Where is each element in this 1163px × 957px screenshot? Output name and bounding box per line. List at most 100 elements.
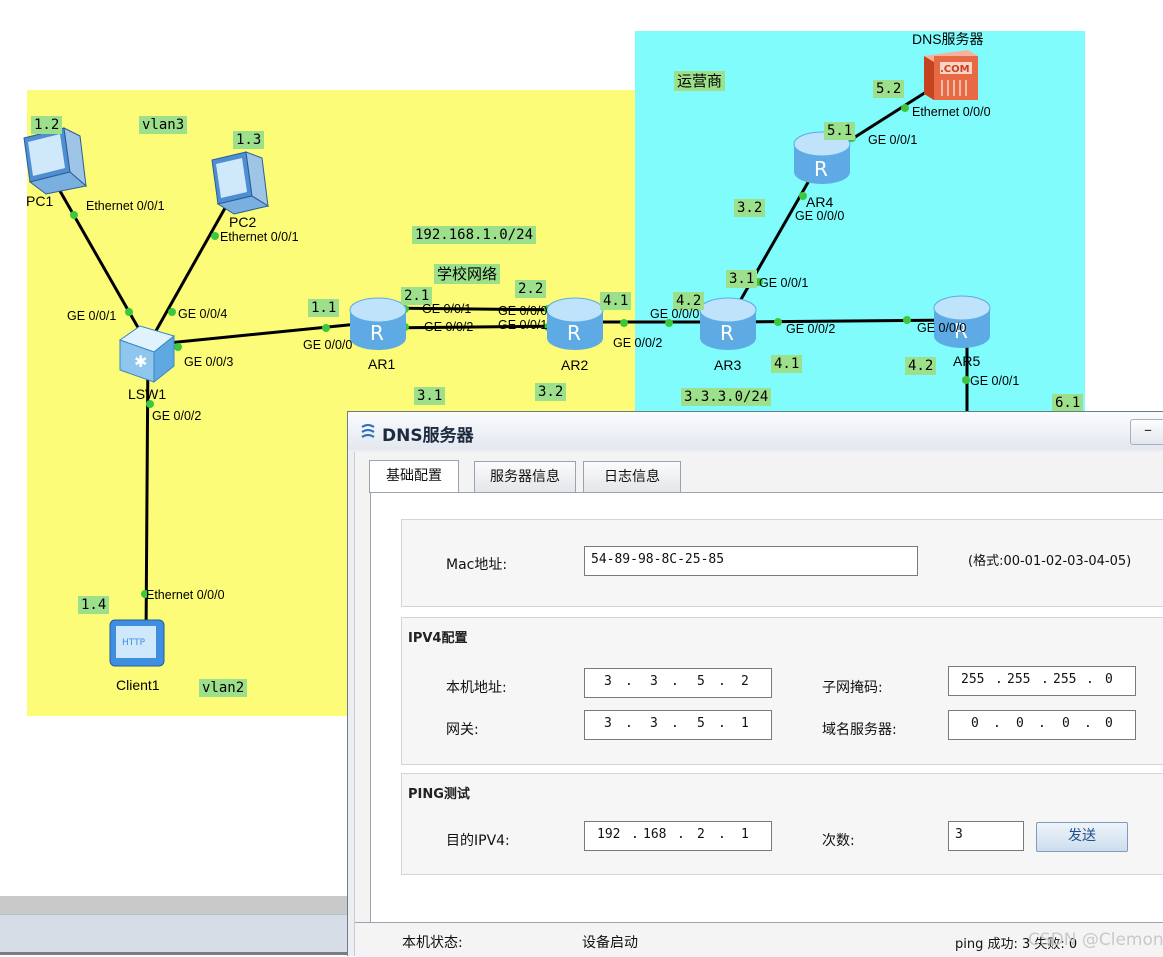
ip-tag-ar4-g000: 3.2 [734,199,766,217]
tab-log-info[interactable]: 日志信息 [583,461,681,492]
device-name-ar4: AR4 [806,194,834,210]
client1-icon-text: HTTP [122,638,146,648]
mac-group: Mac地址: 54-89-98-8C-25-85 (格式:00-01-02-03… [401,519,1163,607]
svg-text:✱: ✱ [134,352,147,371]
pc2-icon[interactable] [211,151,270,215]
port-ar5-g000: GE 0/0/0 [917,321,967,335]
subnet-mask-field[interactable]: 255. 255. 255. 0 [948,666,1136,696]
router-ar1-icon[interactable]: R [349,297,407,350]
router-ar3-icon[interactable]: R [699,297,757,350]
dialog-body: 基础配置 服务器信息 日志信息 Mac地址: 54-89-98-8C-25-85… [354,452,1163,957]
mac-format-hint: (格式:00-01-02-03-04-05) [968,554,1132,569]
port-pc1-eth: Ethernet 0/0/1 [86,199,165,213]
port-ar3-g001: GE 0/0/1 [759,276,809,290]
local-ip-field[interactable]: 3. 3. 5. 2 [584,668,772,698]
port-ar3-g002: GE 0/0/2 [786,322,836,336]
ip-tag-ar4-g001: 5.1 [824,122,856,140]
port-ar2-g000: GE 0/0/0 [498,304,548,318]
svg-text:R: R [567,321,581,345]
link-ar1-ar2-b [377,324,576,330]
device-name-lsw1: LSW1 [128,386,167,402]
gateway-label: 网关: [446,722,479,738]
isp-zone [635,31,1085,451]
background-window-strip [0,896,348,914]
port-lsw-g4: GE 0/0/4 [178,307,228,321]
device-name-ar2: AR2 [561,357,589,373]
link-pc1-lsw1 [46,169,150,346]
ip-tag-ar3-g001: 3.1 [726,270,758,288]
ping-test-group: PING测试 目的IPV4: 192. 168. 2. 1 次数: 3 发送 [401,773,1163,875]
dns-server-field[interactable]: 0. 0. 0. 0 [948,710,1136,740]
status-bar: 本机状态: 设备启动 ping 成功: 3 失败: 0 [355,922,1163,957]
port-lsw-g1: GE 0/0/1 [67,309,117,323]
local-ip-label: 本机地址: [446,680,507,696]
ip-tag-ar5-g000: 4.2 [905,357,937,375]
mac-address-field[interactable]: 54-89-98-8C-25-85 [584,546,918,576]
dialog-title-bar[interactable]: DNS服务器 – [348,412,1163,450]
ip-tag-pc1: 1.2 [31,116,63,134]
ping-result: ping 成功: 3 失败: 0 [955,937,1078,952]
device-name-ar5: AR5 [953,353,981,369]
ping-count-label: 次数: [822,833,855,849]
link-ar3-ar5 [727,318,963,324]
ip-tag-ar1-g000: 1.1 [308,299,340,317]
vlan2-label: vlan2 [199,679,248,697]
switch-lsw1-icon[interactable]: ✱ [118,325,176,384]
subnet-mask-label: 子网掩码: [822,680,883,696]
port-ar1-g002: GE 0/0/2 [424,320,474,334]
status-value: 设备启动 [582,935,638,951]
ip-tag-ar5-g001: 6.1 [1052,394,1084,412]
vlan3-label: vlan3 [139,116,188,134]
svg-text:R: R [720,321,734,345]
background-taskbar [0,914,348,953]
ping-group-label: PING测试 [408,787,470,802]
status-label: 本机状态: [402,935,463,951]
link-lsw1-ar1 [147,320,379,347]
ping-count-field[interactable]: 3 [948,821,1024,851]
ipv4-group-label: IPV4配置 [408,631,468,646]
svg-text:R: R [814,157,828,181]
pc1-icon[interactable] [23,127,88,195]
dialog-title: DNS服务器 [382,426,474,446]
port-ar5-g001: GE 0/0/1 [970,374,1020,388]
minimize-button[interactable]: – [1130,419,1163,445]
port-ar1-g001: GE 0/0/1 [422,302,472,316]
dns-server-label: 域名服务器: [822,722,897,738]
send-button[interactable]: 发送 [1036,822,1128,852]
device-name-ar1: AR1 [368,356,396,372]
basic-config-panel: Mac地址: 54-89-98-8C-25-85 (格式:00-01-02-03… [370,492,1163,957]
ip-tag-ar1-g002: 3.1 [414,387,446,405]
port-lsw-g2: GE 0/0/2 [152,409,202,423]
dns-server-dialog: DNS服务器 – 基础配置 服务器信息 日志信息 Mac地址: 54-89-98… [347,411,1163,957]
link-ar1-ar2-a [377,306,576,312]
port-ar1-g000: GE 0/0/0 [303,338,353,352]
dns-server-icon[interactable]: .COM [924,50,978,100]
link-dots [70,104,970,598]
gateway-field[interactable]: 3. 3. 5. 1 [584,710,772,740]
client1-icon[interactable]: HTTP [109,619,165,667]
subnet-label-1: 192.168.1.0/24 [412,226,537,244]
link-pc2-lsw1 [146,184,240,346]
isp-label: 运营商 [674,71,726,91]
ip-tag-ar3-g002: 4.1 [771,355,803,373]
app-icon [361,424,375,438]
ip-tag-ar1-g001: 2.1 [401,287,433,305]
dest-ipv4-field[interactable]: 192. 168. 2. 1 [584,821,772,851]
port-ar4-g000: GE 0/0/0 [795,209,845,223]
port-ar2-g001: GE 0/0/1 [498,318,548,332]
port-pc2-eth: Ethernet 0/0/1 [220,230,299,244]
subnet-label-2: 3.3.3.0/24 [681,388,772,406]
watermark: CSDN @Clemon汐 [1028,930,1163,950]
router-ar4-icon[interactable]: R [793,131,851,184]
ipv4-config-group: IPV4配置 本机地址: 3. 3. 5. 2 子网掩码: 255. 255. … [401,617,1163,765]
ip-tag-ar2-g000: 2.2 [515,280,547,298]
port-client-eth: Ethernet 0/0/0 [146,588,225,602]
router-ar2-icon[interactable]: R [546,297,604,350]
dest-ipv4-label: 目的IPV4: [446,833,510,849]
tab-server-info[interactable]: 服务器信息 [474,461,576,492]
svg-text:R: R [370,321,384,345]
tab-basic-config[interactable]: 基础配置 [369,460,459,493]
device-name-ar3: AR3 [714,357,742,373]
router-ar5-icon[interactable]: R [933,295,991,348]
